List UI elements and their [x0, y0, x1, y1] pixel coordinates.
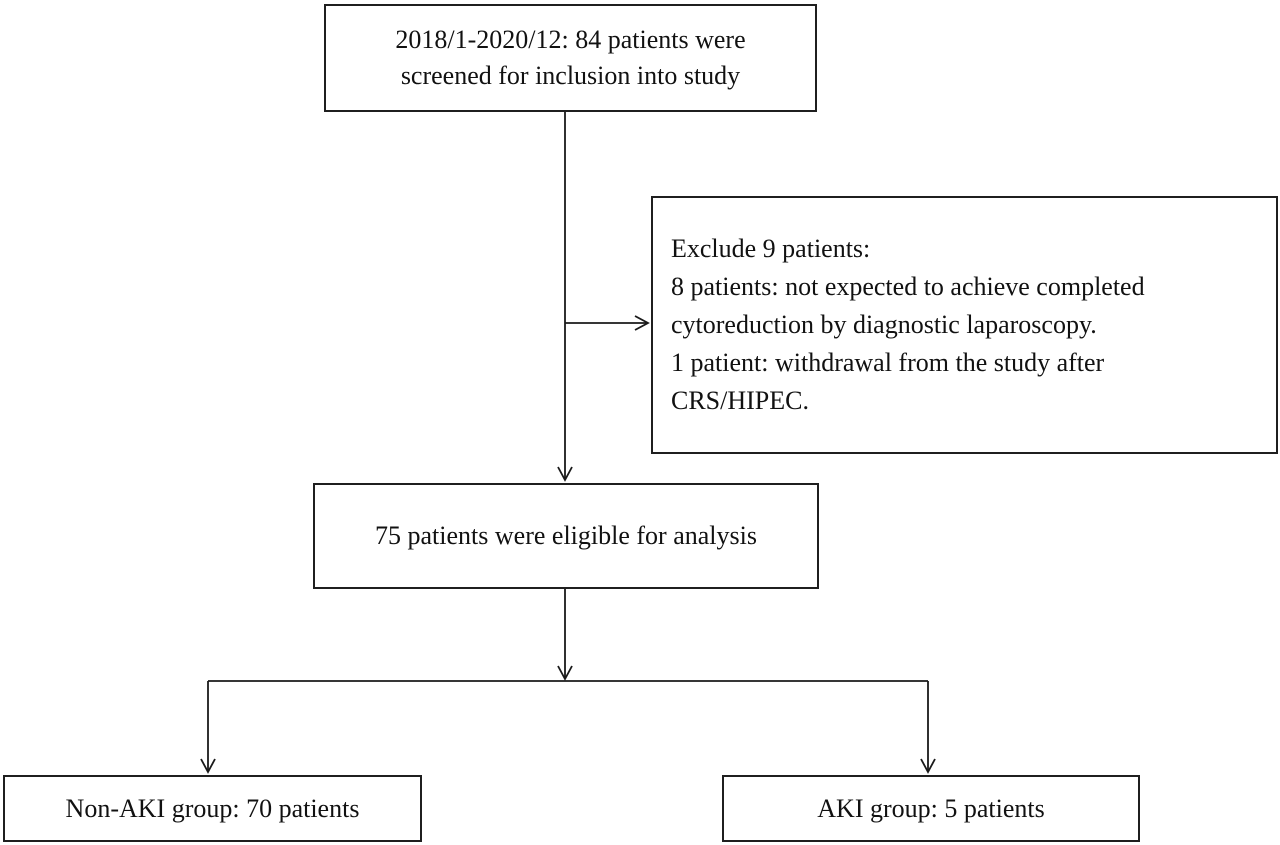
non-aki-group-label: Non-AKI group: 70 patients: [65, 793, 360, 823]
box-eligible-patients: 75 patients were eligible for analysis: [313, 483, 819, 589]
excluded-patients-label: Exclude 9 patients: 8 patients: not expe…: [671, 234, 1145, 415]
box-excluded-patients: Exclude 9 patients: 8 patients: not expe…: [651, 196, 1278, 454]
box-aki-group: AKI group: 5 patients: [722, 775, 1140, 842]
box-screened-patients: 2018/1-2020/12: 84 patients were screene…: [324, 4, 817, 112]
eligible-patients-label: 75 patients were eligible for analysis: [375, 521, 757, 551]
screened-patients-label: 2018/1-2020/12: 84 patients were screene…: [395, 25, 746, 90]
aki-group-label: AKI group: 5 patients: [817, 793, 1045, 823]
box-non-aki-group: Non-AKI group: 70 patients: [3, 775, 422, 842]
